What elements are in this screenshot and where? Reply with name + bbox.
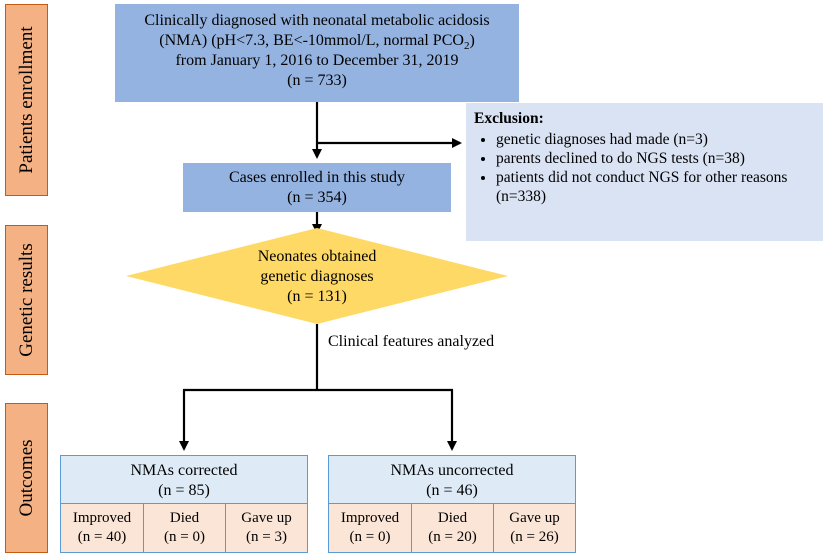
- diamond-count: (n = 131): [287, 288, 347, 305]
- genetic-diagnosis-diamond: [126, 228, 508, 324]
- initial-cohort-line3: from January 1, 2016 to December 31, 201…: [175, 52, 459, 69]
- exclusion-item: parents declined to do NGS tests (n=38): [496, 149, 815, 168]
- sidebar-outcomes: Outcomes: [5, 403, 48, 553]
- outcome-cell-died: Died(n = 20): [411, 503, 494, 553]
- initial-cohort-line2: (NMA) (pH<7.3, BE<-10mmol/L, normal PCO2…: [159, 32, 475, 53]
- exclusion-item: patients did not conduct NGS for other r…: [496, 168, 815, 206]
- exclusion-box: Exclusion: genetic diagnoses had made (n…: [466, 103, 823, 241]
- edge-label-clinical-features: Clinical features analyzed: [328, 333, 495, 350]
- outcome-cell-improved: Improved(n = 0): [328, 503, 412, 553]
- outcome-count: (n = 46): [426, 482, 478, 499]
- outcome-cell-gave-up: Gave up(n = 3): [225, 503, 308, 553]
- sidebar-label: Genetic results: [15, 243, 37, 357]
- initial-cohort-box: Clinically diagnosed with neonatal metab…: [115, 4, 519, 102]
- outcome-uncorrected-box: NMAs uncorrected (n = 46): [328, 455, 576, 504]
- outcome-cell-died: Died(n = 0): [143, 503, 226, 553]
- outcome-cell-gave-up: Gave up(n = 26): [493, 503, 576, 553]
- outcome-corrected-box: NMAs corrected (n = 85): [60, 455, 308, 504]
- outcome-title: NMAs corrected: [130, 462, 238, 479]
- enrolled-label: Cases enrolled in this study: [229, 169, 405, 186]
- sidebar-patients-enrollment: Patients enrollment: [5, 4, 48, 196]
- outcome-cell-improved: Improved(n = 40): [60, 503, 144, 553]
- enrolled-box: Cases enrolled in this study (n = 354): [183, 163, 451, 212]
- exclusion-item: genetic diagnoses had made (n=3): [496, 130, 815, 149]
- sidebar-genetic-results: Genetic results: [5, 225, 48, 375]
- outcome-title: NMAs uncorrected: [390, 462, 514, 479]
- exclusion-title: Exclusion:: [474, 110, 544, 127]
- diamond-line1: Neonates obtained: [257, 248, 377, 265]
- diamond-line2: genetic diagnoses: [260, 268, 374, 285]
- initial-cohort-line1: Clinically diagnosed with neonatal metab…: [144, 12, 490, 29]
- initial-cohort-count: (n = 733): [287, 72, 347, 89]
- outcome-count: (n = 85): [158, 482, 210, 499]
- sidebar-label: Patients enrollment: [15, 26, 37, 174]
- sidebar-label: Outcomes: [15, 439, 37, 517]
- enrolled-count: (n = 354): [287, 189, 347, 206]
- diamond-text: Neonates obtained genetic diagnoses (n =…: [217, 247, 417, 311]
